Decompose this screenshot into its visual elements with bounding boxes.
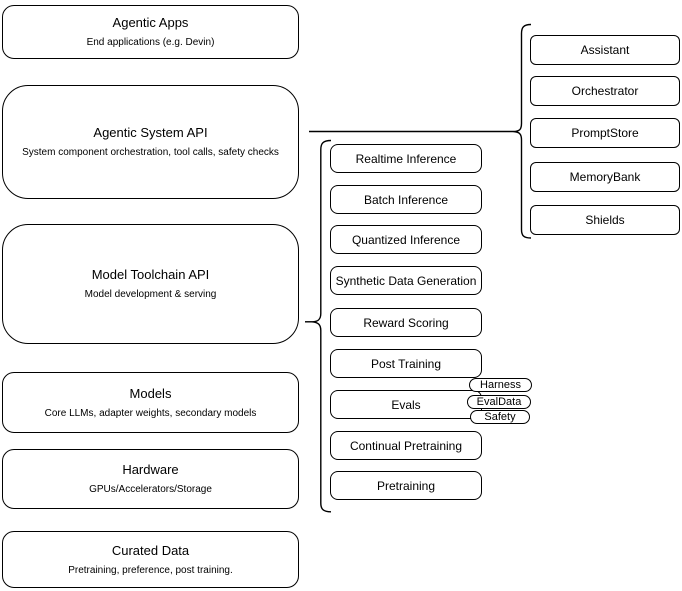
system-component-promptstore: PromptStore bbox=[530, 118, 680, 148]
evals-tag-harness: Harness bbox=[469, 378, 532, 392]
node-title: Model Toolchain API bbox=[91, 267, 210, 282]
node-subtitle: Core LLMs, adapter weights, secondary mo… bbox=[44, 407, 257, 419]
node-subtitle: Pretraining, preference, post training. bbox=[68, 564, 233, 576]
node-title: Agentic System API bbox=[93, 125, 208, 140]
node-title: Curated Data bbox=[111, 542, 190, 558]
node-title: Models bbox=[129, 385, 172, 401]
node-models: Models Core LLMs, adapter weights, secon… bbox=[2, 372, 299, 433]
system-component-memorybank: MemoryBank bbox=[530, 162, 680, 192]
toolchain-item-continual-pretraining: Continual Pretraining bbox=[330, 431, 482, 460]
node-curated-data: Curated Data Pretraining, preference, po… bbox=[2, 531, 299, 588]
node-subtitle: System component orchestration, tool cal… bbox=[22, 147, 279, 158]
node-agentic-system-api: Agentic System API System component orch… bbox=[2, 85, 299, 199]
system-components-brace bbox=[512, 23, 532, 239]
node-subtitle: Model development & serving bbox=[84, 289, 217, 300]
node-subtitle: GPUs/Accelerators/Storage bbox=[89, 484, 212, 495]
toolchain-brace bbox=[311, 139, 332, 513]
system-component-shields: Shields bbox=[530, 205, 680, 235]
system-component-orchestrator: Orchestrator bbox=[530, 76, 680, 106]
toolchain-item-pretraining: Pretraining bbox=[330, 471, 482, 500]
node-model-toolchain-api: Model Toolchain API Model development & … bbox=[2, 224, 299, 344]
node-hardware: Hardware GPUs/Accelerators/Storage bbox=[2, 449, 299, 509]
node-agentic-apps: Agentic Apps End applications (e.g. Devi… bbox=[2, 5, 299, 59]
system-component-assistant: Assistant bbox=[530, 35, 680, 65]
toolchain-item-reward-scoring: Reward Scoring bbox=[330, 308, 482, 337]
toolchain-item-realtime-inference: Realtime Inference bbox=[330, 144, 482, 173]
evals-tag-evaldata: EvalData bbox=[467, 395, 531, 409]
toolchain-item-quantized-inference: Quantized Inference bbox=[330, 225, 482, 254]
node-title: Hardware bbox=[122, 462, 179, 477]
toolchain-item-post-training: Post Training bbox=[330, 349, 482, 378]
node-title: Agentic Apps bbox=[112, 15, 189, 30]
node-subtitle: End applications (e.g. Devin) bbox=[86, 37, 215, 48]
toolchain-item-batch-inference: Batch Inference bbox=[330, 185, 482, 214]
evals-tag-safety: Safety bbox=[470, 410, 530, 424]
toolchain-item-evals: Evals bbox=[330, 390, 482, 419]
toolchain-item-synthetic-data-generation: Synthetic Data Generation bbox=[330, 266, 482, 295]
